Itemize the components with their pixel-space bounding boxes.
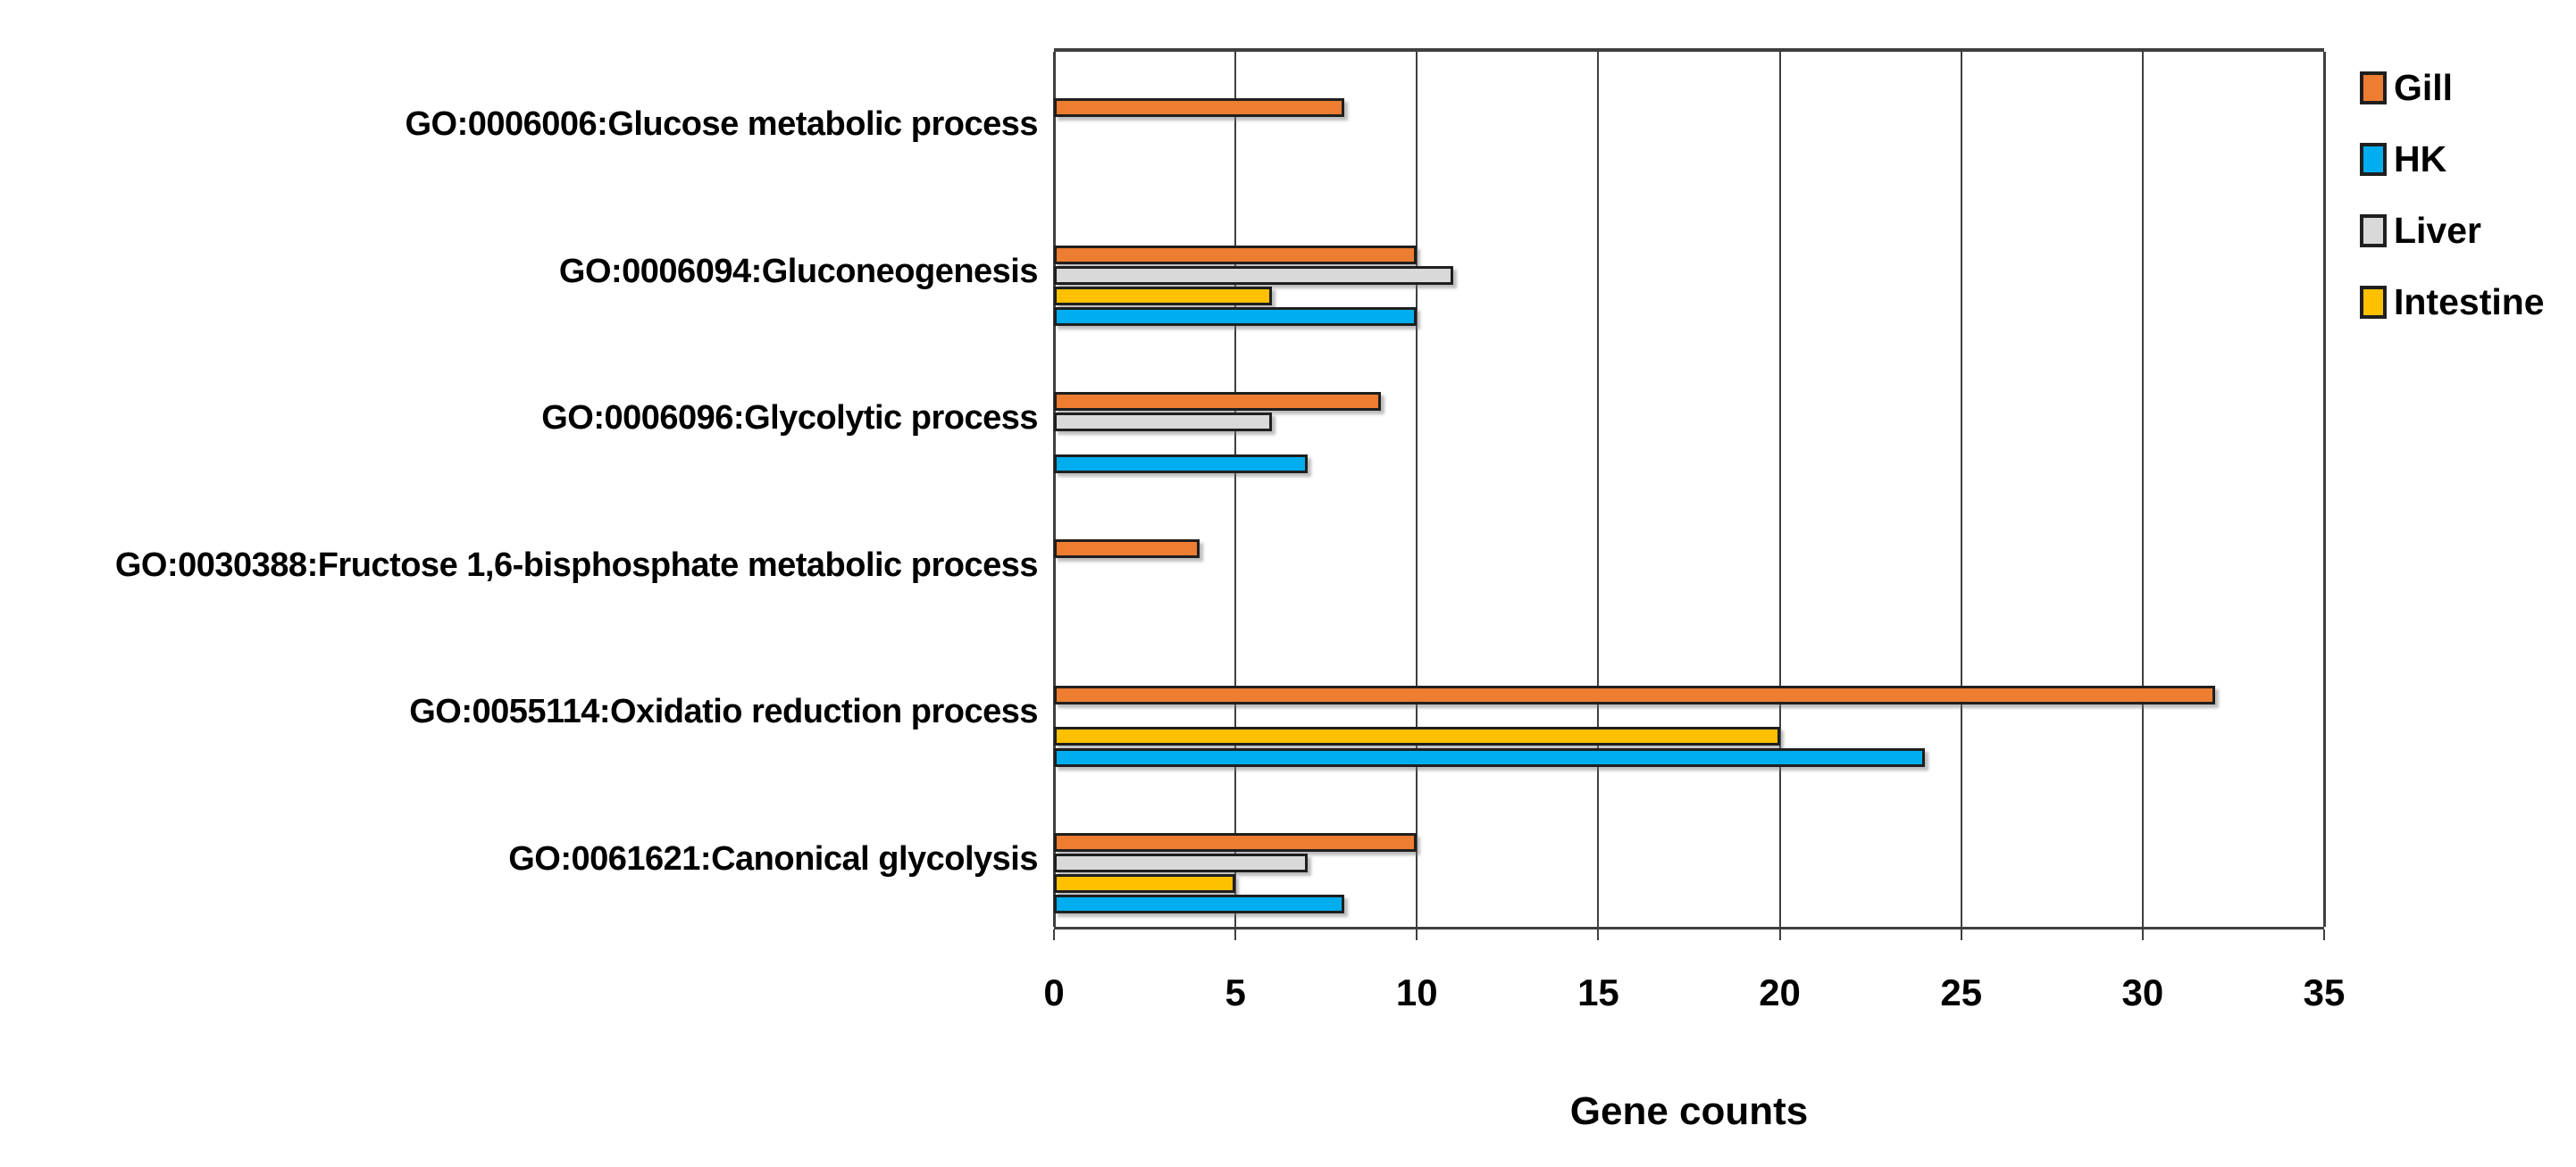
gill-bar	[1054, 832, 1418, 852]
x-tick-label: 5	[1225, 971, 1246, 1013]
intestine-bar	[1054, 727, 1780, 746]
legend-label: Intestine	[2394, 281, 2545, 322]
x-axis-title: Gene counts	[1569, 1089, 1809, 1133]
gridline-x-15	[1597, 52, 1600, 927]
gridline-x-25	[1960, 52, 1962, 927]
x-tick-mark	[1778, 929, 1781, 940]
category-label: GO:0006094:Gluconeogenesis	[558, 252, 1039, 290]
hk-bar	[1054, 895, 1345, 914]
x-tick-label: 15	[1577, 971, 1619, 1013]
x-tick-label: 25	[1940, 971, 1983, 1013]
liver-bar	[1054, 853, 1309, 872]
x-tick-label: 20	[1759, 971, 1801, 1013]
hk-bar	[1054, 454, 1309, 473]
intestine-bar	[1054, 286, 1272, 305]
gridline-x-35	[2323, 52, 2326, 927]
legend-item-gill: Gill	[2360, 67, 2545, 108]
legend-label: Gill	[2394, 67, 2454, 108]
legend-swatch-gill	[2360, 71, 2387, 104]
x-tick-mark	[1234, 929, 1237, 940]
legend-label: Liver	[2394, 210, 2481, 251]
intestine-bar	[1054, 873, 1236, 893]
category-label: GO:0006096:Glycolytic process	[541, 399, 1038, 438]
category-label: GO:0006006:Glucose metabolic process	[405, 105, 1038, 144]
x-tick-label: 35	[2303, 971, 2346, 1013]
gridline-x-30	[2141, 52, 2144, 927]
category-label: GO:0030388:Fructose 1,6-bisphosphate met…	[114, 546, 1039, 584]
hk-bar	[1054, 747, 1926, 767]
x-tick-label: 30	[2121, 971, 2164, 1013]
x-tick-label: 0	[1043, 971, 1065, 1013]
x-tick-mark	[1960, 929, 1962, 940]
category-label: GO:0061621:Canonical glycolysis	[508, 839, 1038, 878]
gill-bar	[1054, 98, 1345, 117]
category-label: GO:0055114:Oxidatio reduction process	[409, 693, 1038, 731]
liver-bar	[1054, 413, 1272, 432]
x-tick-mark	[2323, 929, 2325, 940]
gridline-x-10	[1416, 52, 1418, 927]
x-tick-mark	[1416, 929, 1418, 940]
plot-area	[1053, 48, 2326, 929]
hk-bar	[1054, 307, 1418, 327]
legend-swatch-liver	[2360, 213, 2387, 247]
gridline-x-20	[1778, 52, 1781, 927]
liver-bar	[1054, 265, 1453, 285]
x-tick-label: 10	[1395, 971, 1438, 1013]
x-tick-mark	[1053, 929, 1055, 940]
gill-bar	[1054, 392, 1381, 411]
legend-swatch-intestine	[2360, 285, 2387, 319]
gill-bar	[1054, 245, 1418, 264]
legend-item-intestine: Intestine	[2360, 281, 2545, 322]
legend-item-hk: HK	[2360, 138, 2545, 179]
x-tick-mark	[1597, 929, 1600, 940]
x-tick-mark	[2141, 929, 2144, 940]
gill-bar	[1054, 538, 1200, 558]
legend-swatch-hk	[2360, 142, 2387, 176]
legend-label: HK	[2394, 138, 2447, 179]
gridline-x-0	[1053, 52, 1056, 927]
legend-item-liver: Liver	[2360, 210, 2545, 251]
gridline-x-5	[1234, 52, 1237, 927]
gill-bar	[1054, 686, 2216, 704]
